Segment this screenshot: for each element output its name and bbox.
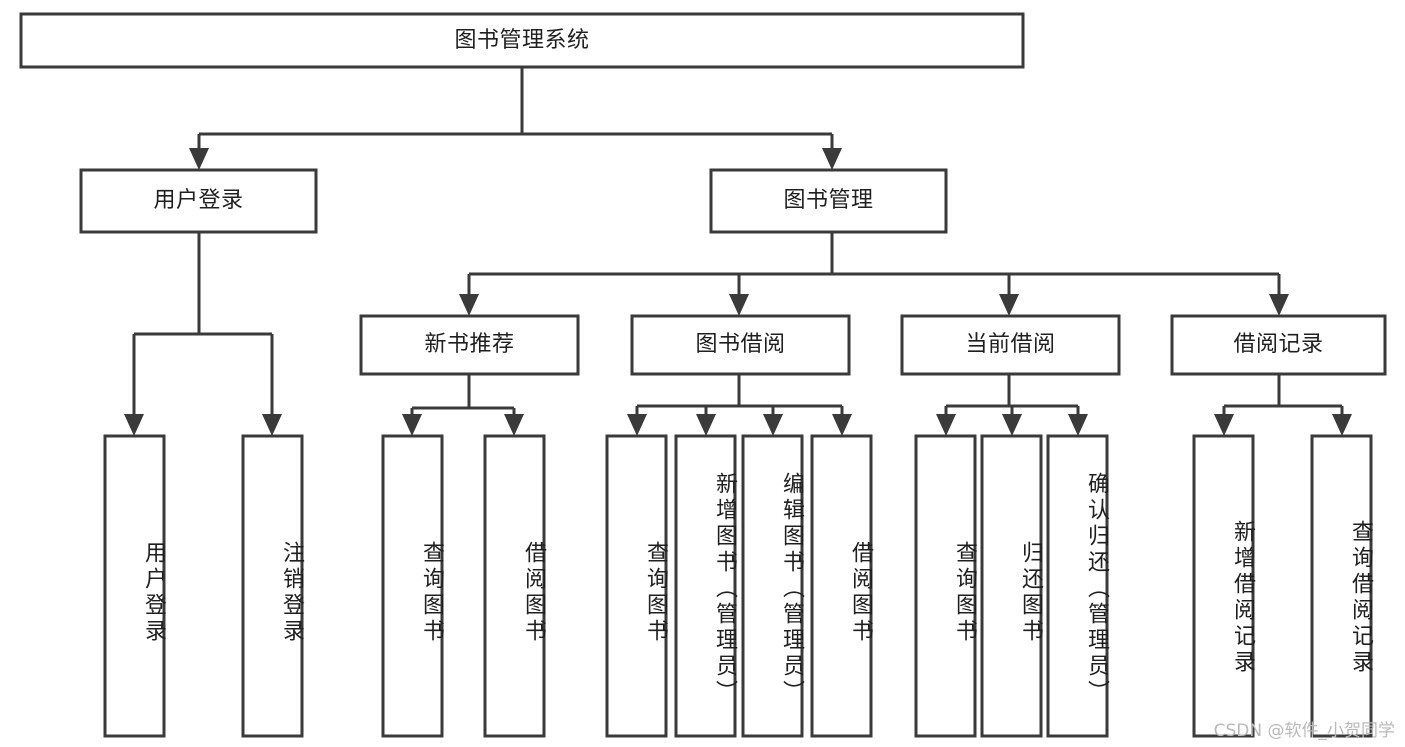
leaf-box-add-book: [674, 434, 737, 738]
leaf-box-return-book: [980, 434, 1043, 738]
arrow-to-new-book: [459, 294, 479, 316]
leaf-box-query-book-3: [914, 434, 977, 738]
leaf-box-query-book-1: [381, 434, 444, 738]
connector-borrow-record-to-leaves: [1222, 374, 1344, 414]
connector-root-to-level1: [197, 67, 834, 148]
arrow-to-leaf-return-book: [1002, 414, 1022, 436]
arrow-to-leaf-logout: [262, 414, 282, 436]
node-root-box: [19, 12, 1025, 69]
connector-new-book-to-leaves: [410, 374, 516, 414]
arrow-to-leaf-add-record: [1214, 414, 1234, 436]
connector-current-borrow-to-leaves: [944, 374, 1080, 414]
arrow-to-user-login: [189, 148, 209, 170]
arrow-to-current-borrow: [999, 294, 1019, 316]
leaf-box-confirm-return: [1046, 434, 1109, 738]
arrow-to-leaf-query-record: [1332, 414, 1352, 436]
arrow-to-leaf-confirm-return: [1068, 414, 1088, 436]
leaf-box-edit-book: [741, 434, 804, 738]
arrow-to-borrow-record: [1269, 294, 1289, 316]
connector-user-login-to-leaves: [132, 232, 274, 414]
connector-book-borrow-to-leaves: [635, 374, 844, 414]
connector-book-manage-to-level2: [467, 232, 1281, 294]
node-current-borrow-box: [900, 314, 1121, 376]
arrow-to-leaf-user-login: [124, 414, 144, 436]
node-user-login-box: [79, 168, 318, 234]
arrow-to-leaf-add-book: [696, 414, 716, 436]
leaf-box-logout: [241, 434, 304, 738]
leaf-box-query-record: [1310, 434, 1373, 738]
node-new-book-box: [359, 314, 580, 376]
arrow-to-book-manage: [822, 148, 842, 170]
arrow-to-leaf-borrow-book-2: [832, 414, 852, 436]
leaf-box-borrow-book-1: [483, 434, 546, 738]
leaf-box-user-login: [103, 434, 166, 738]
arrow-to-leaf-query-book-3: [936, 414, 956, 436]
arrow-to-leaf-query-book-2: [627, 414, 647, 436]
leaf-box-add-record: [1192, 434, 1255, 738]
arrow-to-book-borrow: [729, 294, 749, 316]
leaf-box-query-book-2: [605, 434, 668, 738]
node-book-borrow-box: [630, 314, 851, 376]
node-borrow-record-box: [1170, 314, 1387, 376]
arrow-to-leaf-edit-book: [763, 414, 783, 436]
arrow-to-leaf-query-book-1: [402, 414, 422, 436]
arrow-to-leaf-borrow-book-1: [504, 414, 524, 436]
leaf-box-borrow-book-2: [810, 434, 873, 738]
node-book-manage-box: [709, 168, 948, 234]
